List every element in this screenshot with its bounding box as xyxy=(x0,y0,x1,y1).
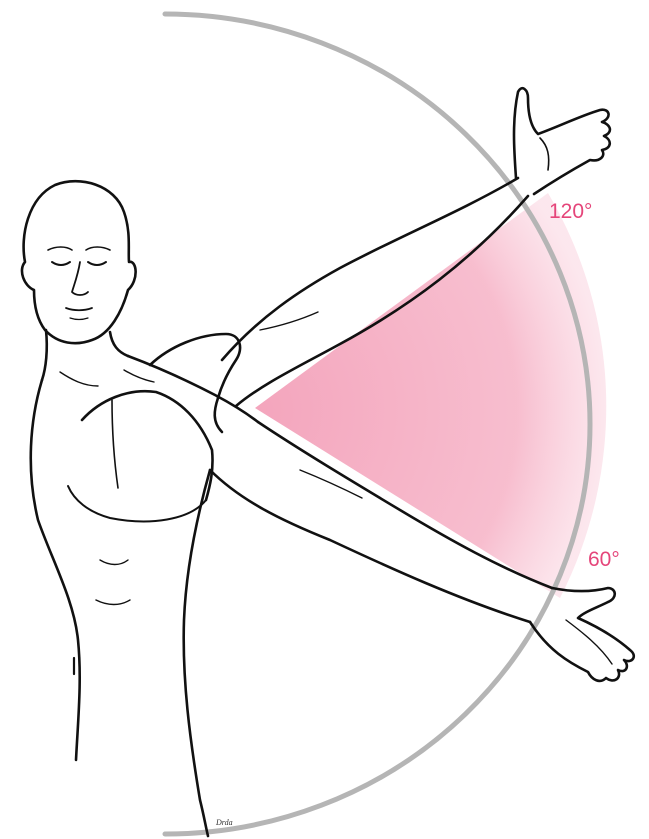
angle-label-120: 120° xyxy=(549,201,592,222)
neck xyxy=(42,330,47,380)
left-brow xyxy=(48,247,72,250)
shoulder-line xyxy=(128,356,258,422)
sternum xyxy=(112,400,118,488)
right-eye xyxy=(88,262,106,265)
raised-hand xyxy=(514,88,610,194)
nose xyxy=(72,262,88,295)
right-brow xyxy=(86,247,110,250)
torso-left-edge xyxy=(31,380,80,760)
left-eye xyxy=(52,262,70,265)
torso-right-edge xyxy=(184,470,210,836)
artist-signature: Drda xyxy=(216,818,233,827)
angle-label-60: 60° xyxy=(588,549,620,570)
mouth xyxy=(66,308,92,310)
deltoid-outline xyxy=(150,334,240,398)
pectoral-line xyxy=(82,391,213,500)
head-outline xyxy=(22,181,136,343)
